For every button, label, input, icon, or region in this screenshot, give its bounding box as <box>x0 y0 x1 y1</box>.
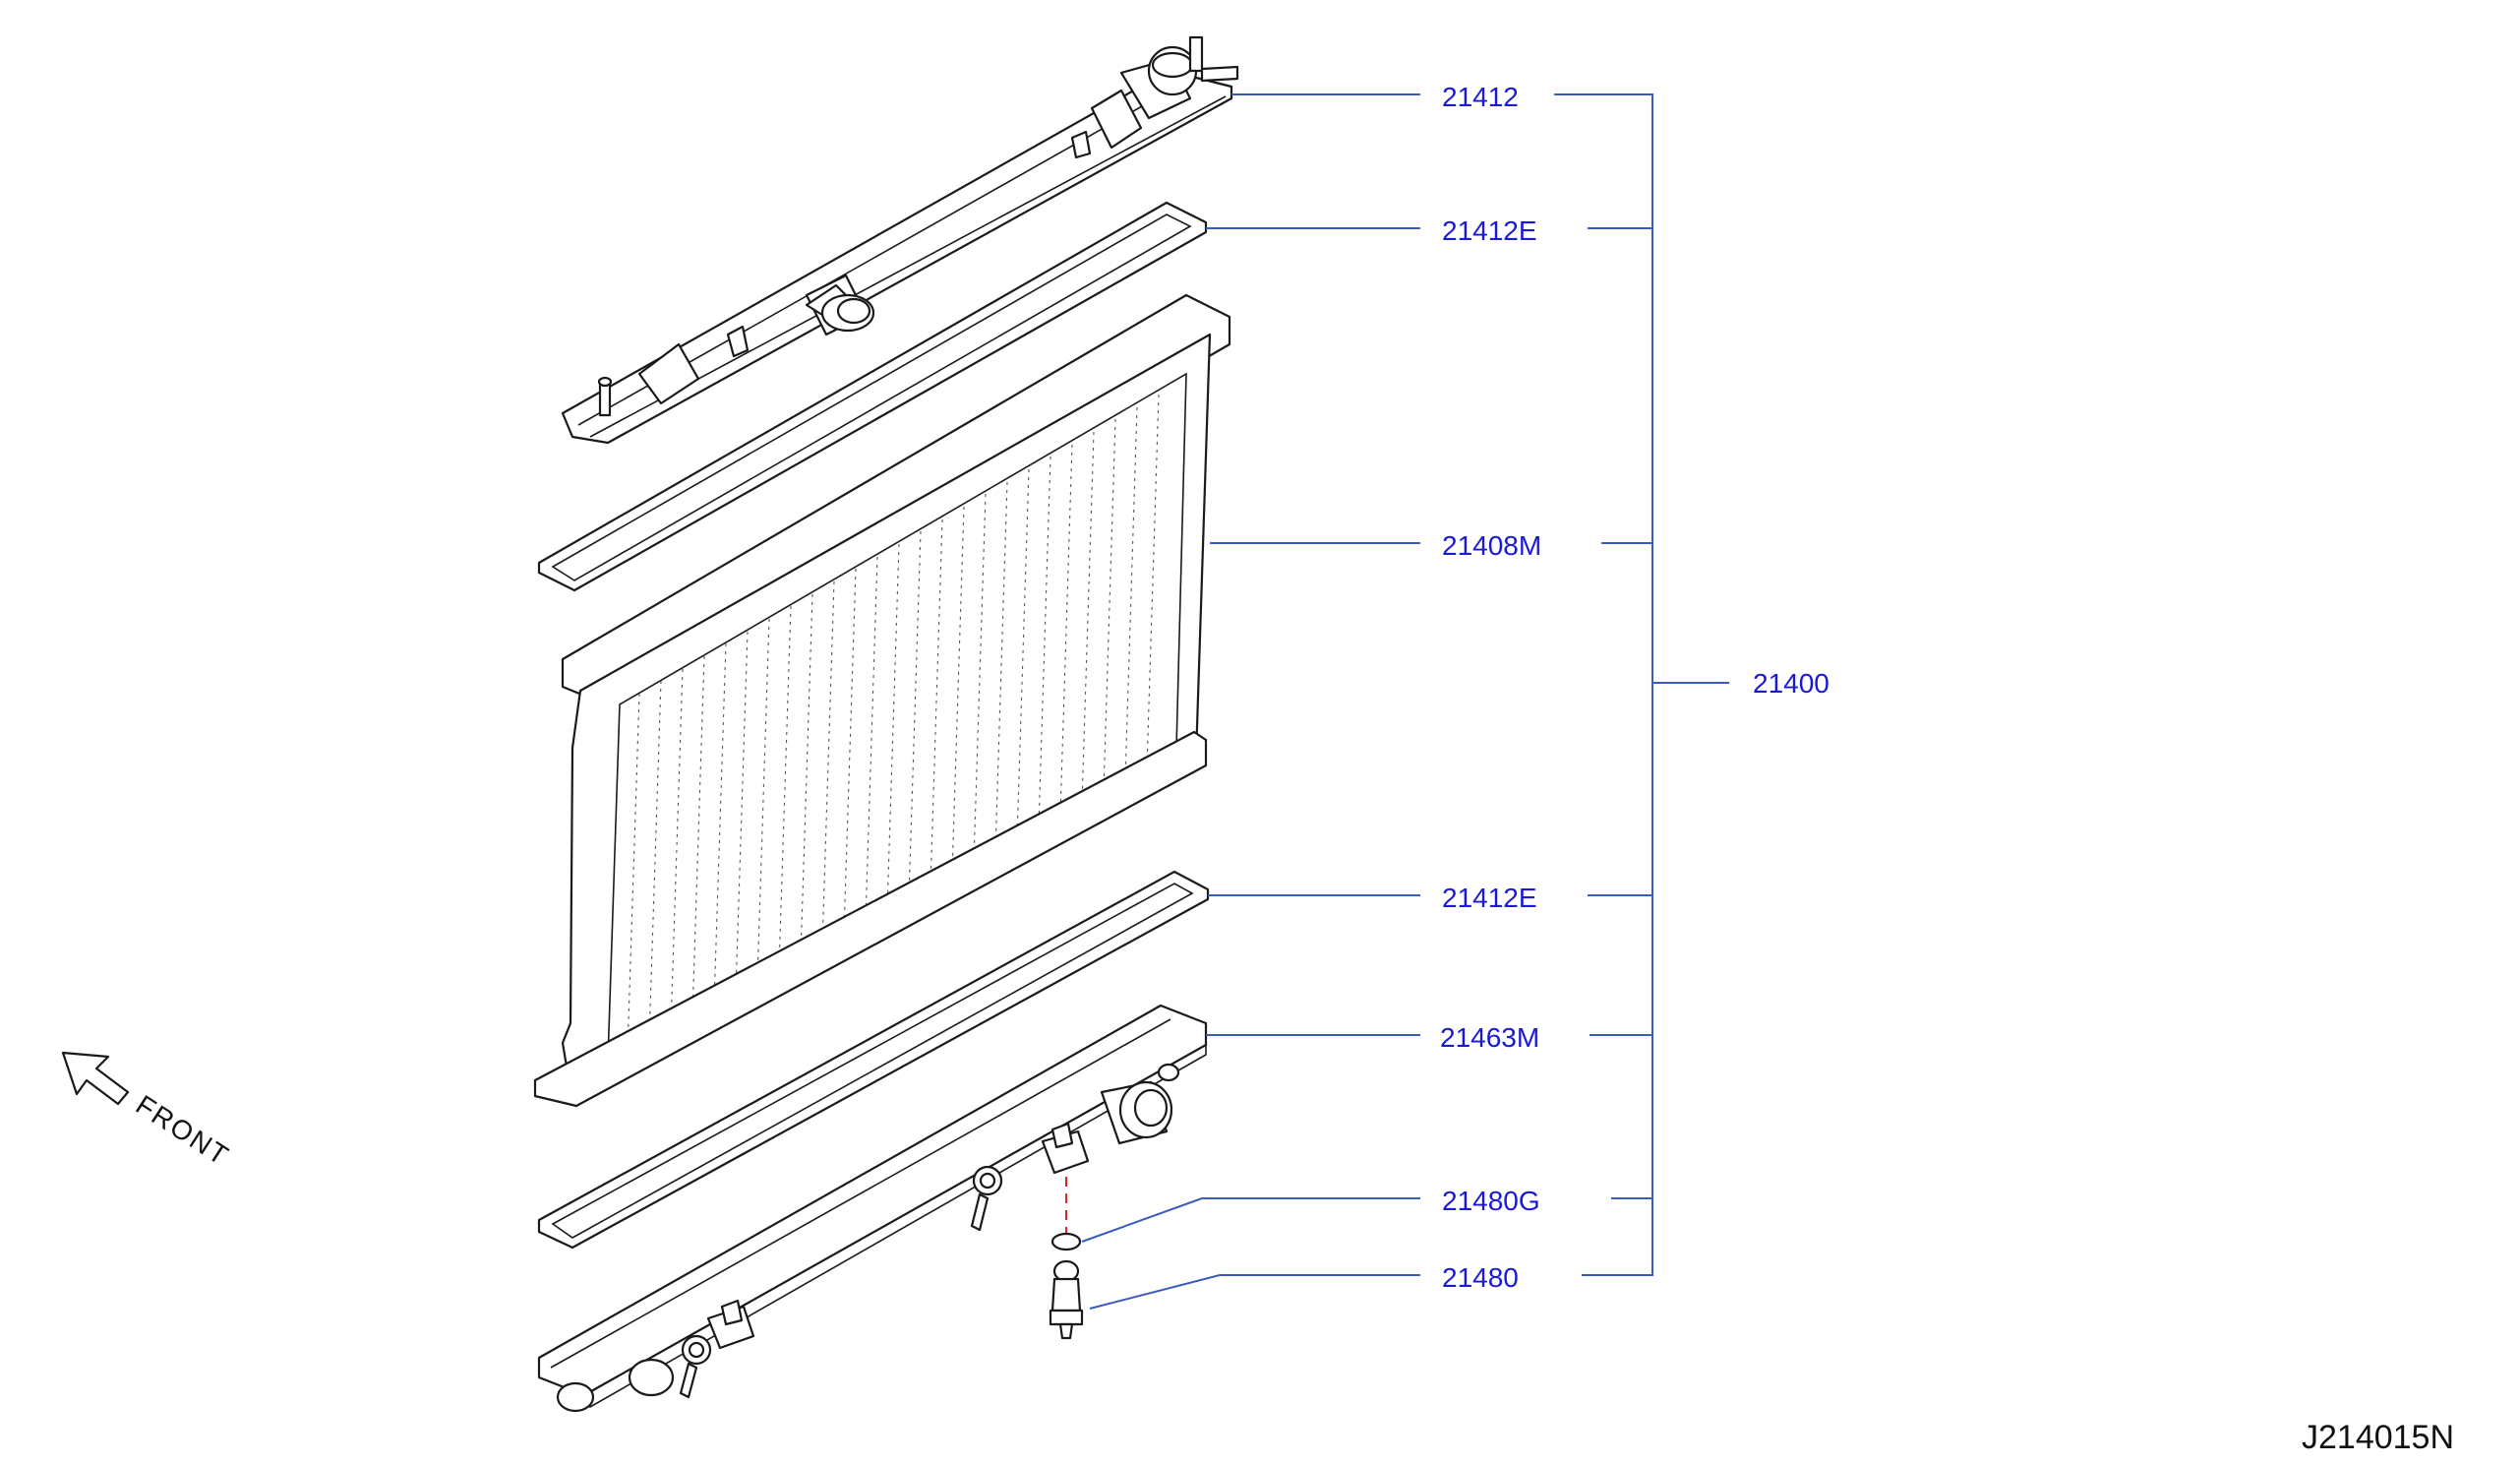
callout-assembly[interactable]: 21400 <box>1753 668 1830 699</box>
front-arrow-icon <box>61 1051 130 1106</box>
leader-lines <box>1081 93 1420 1310</box>
callout-upper-tank[interactable]: 21412 <box>1442 82 1519 112</box>
callout-core[interactable]: 21408M <box>1442 530 1541 561</box>
drain-seal <box>1050 1232 1082 1251</box>
upper-gasket <box>537 201 1208 592</box>
drain-cock <box>1049 1259 1084 1340</box>
core-fins <box>627 394 1160 1052</box>
radiator-core <box>533 293 1231 1108</box>
upper-tank <box>561 35 1239 445</box>
callout-upper-gasket[interactable]: 21412E <box>1442 215 1537 246</box>
front-label: FRONT <box>131 1089 235 1172</box>
callout-lower-tank[interactable]: 21463M <box>1440 1022 1539 1053</box>
lower-tank <box>537 1004 1208 1413</box>
callout-drain-seal[interactable]: 21480G <box>1442 1186 1540 1216</box>
diagram-reference: J214015N <box>2302 1419 2454 1456</box>
front-indicator: FRONT <box>61 1051 235 1172</box>
assembly-bracket <box>1554 93 1729 1276</box>
drain-assembly <box>1049 1177 1084 1340</box>
lower-gasket <box>537 870 1210 1250</box>
callout-drain-cock[interactable]: 21480 <box>1442 1262 1519 1293</box>
callout-lower-gasket[interactable]: 21412E <box>1442 883 1537 913</box>
